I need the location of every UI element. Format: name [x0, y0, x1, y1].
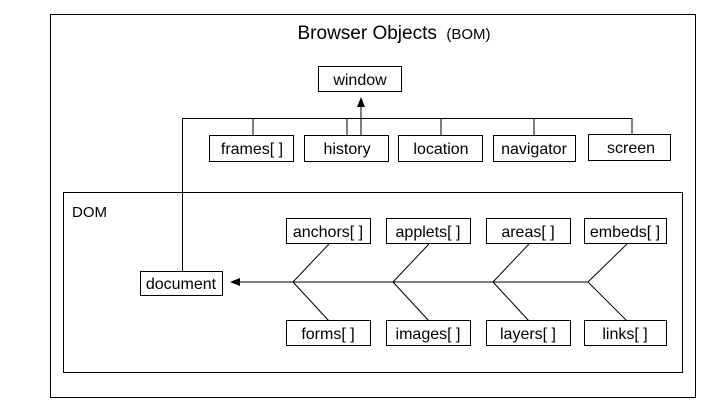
dom-label: DOM — [72, 204, 107, 221]
node-history: history — [304, 135, 389, 162]
node-location-label: location — [413, 141, 468, 158]
node-applets-label: applets[ ] — [396, 224, 461, 241]
node-embeds: embeds[ ] — [584, 218, 667, 244]
node-anchors-label: anchors[ ] — [293, 224, 363, 241]
bom-connectors — [182, 97, 633, 271]
node-navigator: navigator — [493, 135, 576, 162]
node-document-label: document — [146, 276, 217, 293]
dom-frame — [63, 192, 683, 373]
node-forms: forms[ ] — [286, 320, 371, 346]
node-screen: screen — [588, 134, 671, 161]
diagram-title: Browser Objects (BOM) — [298, 23, 491, 44]
node-window-label: window — [332, 72, 387, 89]
node-links: links[ ] — [584, 320, 667, 346]
node-window: window — [318, 66, 402, 92]
node-anchors: anchors[ ] — [286, 218, 371, 244]
node-document: document — [140, 271, 223, 296]
node-areas-label: areas[ ] — [501, 224, 554, 241]
diagram-title-suffix: (BOM) — [446, 26, 490, 43]
dom-connectors — [230, 243, 628, 322]
node-history-label: history — [323, 141, 370, 158]
node-links-label: links[ ] — [602, 326, 647, 343]
node-images-label: images[ ] — [396, 326, 461, 343]
bom-frame — [50, 14, 696, 398]
node-layers: layers[ ] — [486, 320, 571, 346]
node-layers-label: layers[ ] — [500, 326, 556, 343]
node-embeds-label: embeds[ ] — [590, 224, 660, 241]
diagram-title-main: Browser Objects — [298, 23, 437, 44]
node-frames: frames[ ] — [209, 135, 294, 162]
node-frames-label: frames[ ] — [221, 141, 283, 158]
node-applets: applets[ ] — [386, 218, 471, 244]
node-location: location — [398, 135, 483, 162]
node-areas: areas[ ] — [486, 218, 571, 244]
node-forms-label: forms[ ] — [301, 326, 354, 343]
node-images: images[ ] — [386, 320, 471, 346]
node-navigator-label: navigator — [501, 141, 567, 158]
node-screen-label: screen — [607, 140, 655, 157]
